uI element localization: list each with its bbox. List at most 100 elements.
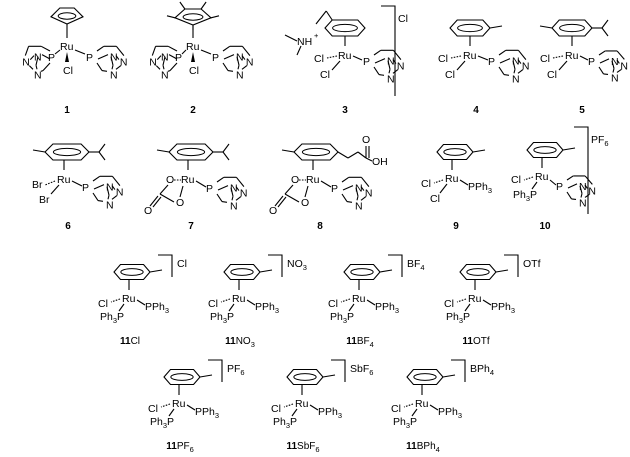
triphenylphosphine-ligand: Ph3P [150,416,174,430]
bond [247,300,255,305]
bond [51,185,59,194]
bond [285,194,299,202]
bond [72,181,82,186]
chloride-atom: Cl [391,403,401,415]
chloride-atom: Cl [98,298,108,310]
bond [25,46,28,55]
ruthenium-atom: Ru [415,398,429,410]
pta-cage-ligand: NNN [149,46,177,81]
compound-number-7: 7 [188,221,194,232]
bond [278,197,286,207]
compound-number-4: 4 [473,105,479,116]
bond [99,152,105,160]
ruthenium-atom: Ru [186,41,200,53]
counter-ion: OTf [523,258,541,270]
phosphorus-atom: P [556,181,563,193]
triphenylphosphine-ligand: Ph3P [393,416,417,430]
bond [168,71,170,72]
arene-ring [527,143,563,158]
bond [518,50,526,59]
ruthenium-atom: Ru [181,174,195,186]
aromatic-circle [302,148,329,155]
bond [163,65,164,69]
compound-number-3: 3 [342,105,348,116]
bond [93,193,98,201]
compound-number-8: 8 [317,221,323,232]
nitrogen-atom: N [22,57,30,69]
cp-ring [175,9,211,25]
bond [238,65,239,69]
bond [374,50,381,55]
bond [282,150,294,152]
charge-bracket [158,255,172,277]
aromatic-circle [231,269,253,276]
ruthenium-atom: Ru [463,50,477,62]
aromatic-circle [458,24,483,31]
triphenylphosphine-ligand: PPh3 [145,301,169,315]
carbonyl-oxygen: O [362,134,370,146]
bond [242,46,250,55]
bond [443,375,455,377]
bond [567,176,573,180]
nitrogen-atom: N [611,56,619,68]
hashed-bond [457,299,466,302]
bond [440,184,447,193]
nitrogen-atom: N [512,56,520,68]
hashed-bond [451,56,461,58]
chloride-atom: Cl [271,403,281,415]
phosphorus-atom: P [588,56,595,68]
bond [310,405,318,410]
bond [187,405,195,410]
arene-ring [450,20,490,36]
hashed-bond [404,404,413,407]
arene-ring [45,144,89,160]
bond [112,186,115,190]
bond [231,188,233,197]
nitrogen-atom: N [110,69,118,81]
nitrogen-atom: N [110,52,118,64]
bond [460,180,468,185]
bond [33,150,45,152]
bond [342,194,347,202]
charge-bracket [381,6,395,96]
ruthenium-atom: Ru [468,293,482,305]
bond [490,26,502,28]
arene-ring [344,265,380,280]
hydroxyl-group: OH [372,156,388,168]
ruthenium-atom: Ru [57,174,71,186]
bond [236,197,241,201]
bond [153,197,161,207]
bond [41,46,50,51]
arene-ring [552,20,592,36]
bond [585,194,589,197]
arene-ring [224,265,260,280]
bond [116,66,121,70]
bond [599,51,605,55]
bond [41,71,43,72]
charge-bracket [268,255,282,277]
bond [617,69,621,72]
bond [496,270,508,272]
bond [375,59,385,63]
bromide-atom: Br [32,179,43,191]
counter-ion: Cl [177,258,187,270]
ruthenium-atom: Ru [565,50,579,62]
compound-number-5: 5 [579,105,585,116]
bond [585,185,587,189]
nitrogen-atom: N [588,185,596,197]
bond [116,56,119,60]
bond [112,196,117,200]
bond [200,375,212,377]
bond [297,46,301,55]
counter-ion: NO3 [287,258,307,272]
arene-ring [325,20,365,36]
bond [163,57,165,66]
